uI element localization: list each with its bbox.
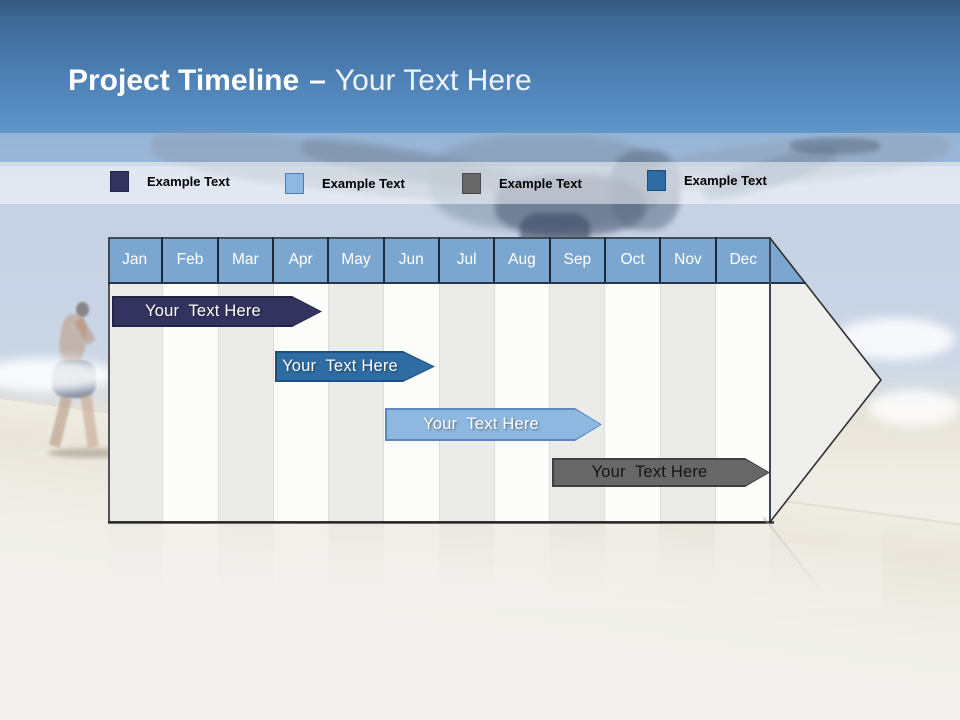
legend-swatch [110,170,129,192]
gantt-bar-fill: Your Text Here [387,410,601,440]
gantt-bar[interactable]: Your Text Here [112,296,322,327]
december-end-line [769,237,771,523]
month-header: Jan Feb Mar Apr May Jun Jul Aug Sep Oct … [108,237,770,283]
gantt-bar[interactable]: Your Text Here [385,408,602,441]
column-stripe [550,283,606,523]
legend-item[interactable]: Example Text [647,169,767,191]
bar-label: Your Text Here [145,302,261,320]
legend-label: Example Text [499,175,582,191]
month-cell[interactable]: May [327,237,382,283]
title-regular: Your Text Here [334,64,532,97]
legend-item[interactable]: Example Text [110,170,230,192]
gantt-bar[interactable]: Your Text Here [275,351,435,382]
gantt-bar-fill: Your Text Here [114,298,321,326]
timeline-chart[interactable]: Jan Feb Mar Apr May Jun Jul Aug Sep Oct … [108,237,883,524]
timeline-body: Jan Feb Mar Apr May Jun Jul Aug Sep Oct … [108,237,882,523]
legend-label: Example Text [684,172,767,188]
column-stripe [329,283,385,523]
legend-label: Example Text [322,175,405,191]
column-stripe [660,283,716,523]
month-cell[interactable]: Nov [659,237,714,283]
legend-swatch [647,169,666,191]
gantt-bar-fill: Your Text Here [554,460,769,486]
legend-item[interactable]: Example Text [285,172,405,194]
month-cell[interactable]: Sep [548,237,604,283]
bar-label: Your Text Here [282,357,398,375]
month-cell[interactable]: Oct [603,237,659,283]
bar-label: Your Text Here [591,463,708,481]
title-separator: – [309,64,326,97]
column-stripe [605,283,661,523]
header-underline [108,282,882,284]
legend-swatch [462,172,481,194]
month-cell[interactable]: Apr [271,237,327,283]
person-head [76,302,89,317]
cloud [0,358,115,392]
column-stripe [715,283,770,523]
column-stripe [384,283,440,523]
month-cell[interactable]: Aug [493,237,548,283]
month-cell[interactable]: Dec [714,237,770,283]
month-cell[interactable]: Jun [382,237,438,283]
title-bold: Project Timeline [68,64,300,97]
month-cell[interactable]: Mar [216,237,272,283]
month-cell[interactable]: Jan [122,251,148,268]
header-band [0,0,960,135]
gantt-bar-fill: Your Text Here [277,353,434,381]
airplane-tail-right [790,138,880,154]
legend-swatch [285,172,304,194]
person-shadow [48,448,128,458]
legend-item[interactable]: Example Text [462,172,582,194]
month-cell[interactable]: Feb [161,237,216,283]
month-cell[interactable]: Jul [437,237,493,283]
cloud [868,390,960,426]
column-stripe [494,283,550,523]
page-title[interactable]: Project Timeline–Your Text Here [68,62,532,100]
legend-label: Example Text [147,173,230,189]
bar-label: Your Text Here [423,415,539,433]
column-stripe [439,283,495,523]
gantt-bar[interactable]: Your Text Here [552,458,770,487]
